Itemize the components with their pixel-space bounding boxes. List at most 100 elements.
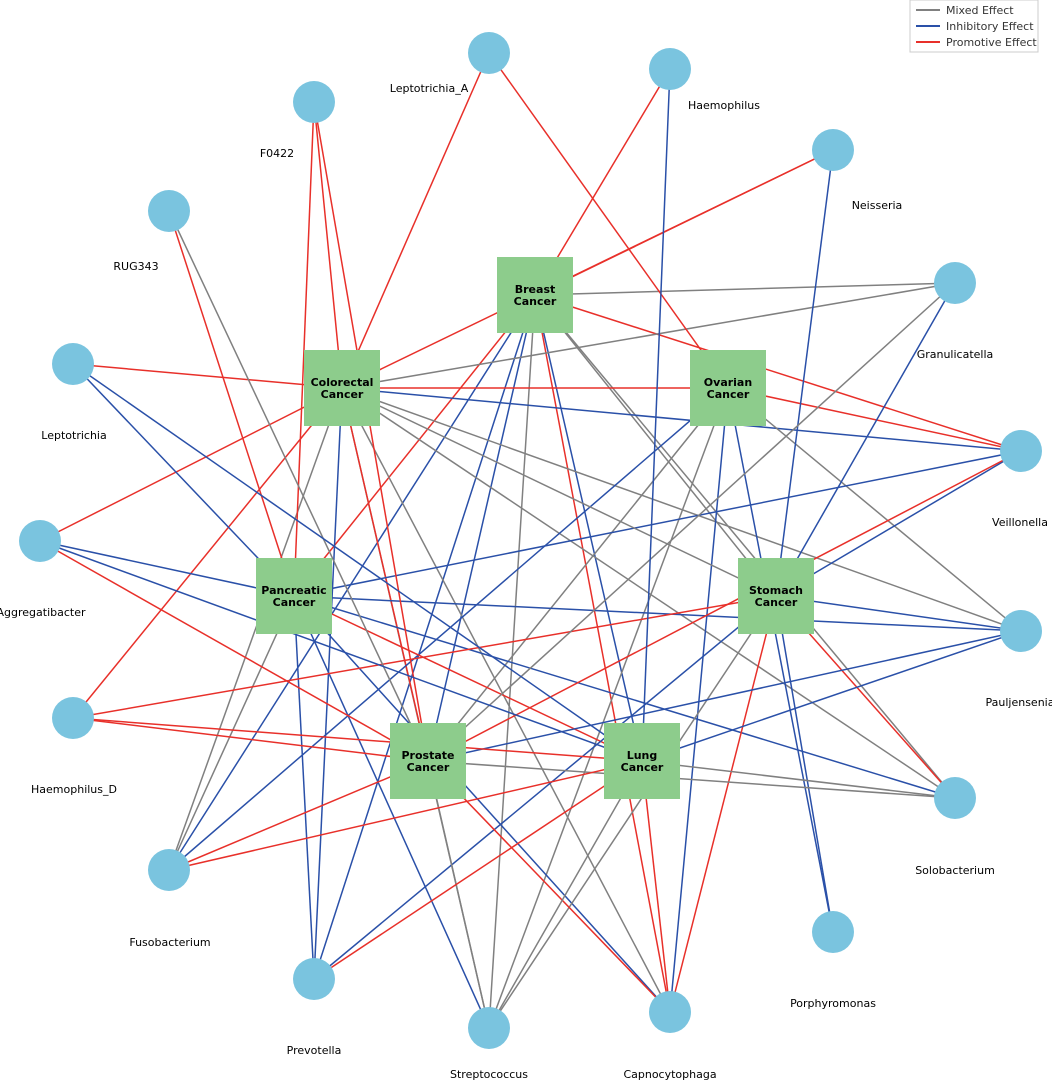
cancer-box-prostate [390,723,466,799]
edge-lung-haemophilus_d [72,717,643,762]
edge-stomach-streptococcus [488,595,777,1029]
edge-pancreatic-lung [293,595,643,762]
bacteria-label-fusobacterium: Fusobacterium [129,936,210,949]
bacteria-label-prevotella: Prevotella [287,1044,342,1057]
edge-pancreatic-rug343 [168,210,295,597]
edge-pancreatic-solobacterium [293,595,956,799]
legend-label-promotive: Promotive Effect [946,36,1037,49]
edge-colorectal-f0422 [313,101,343,389]
cancer-label-prostate-line1: Prostate [402,749,455,762]
edge-colorectal-neisseria [341,149,834,389]
edge-colorectal-leptotrichia [72,363,343,389]
edge-pancreatic-aggregatibacter [39,540,295,597]
bacteria-node-aggregatibacter [19,520,61,562]
cancer-box-colorectal [304,350,380,426]
bacteria-label-f0422: F0422 [260,147,294,160]
bacteria-node-neisseria [812,129,854,171]
edge-breast-pancreatic [293,294,536,597]
edge-pancreatic-veillonella [293,450,1022,597]
edge-prostate-solobacterium [427,760,956,799]
cancer-box-stomach [738,558,814,634]
edge-colorectal-granulicatella [341,282,956,389]
bacteria-label-granulicatella: Granulicatella [917,348,994,361]
bacteria-label-rug343: RUG343 [113,260,158,273]
bacteria-label-neisseria: Neisseria [852,199,903,212]
bacteria-node-granulicatella [934,262,976,304]
bacteria-node-pauljensenia [1000,610,1042,652]
edge-stomach-pauljensenia [775,595,1022,632]
edge-lung-solobacterium [641,760,956,799]
edge-breast-solobacterium [534,294,956,799]
edge-breast-fusobacterium [168,294,536,871]
legend: Mixed Effect Inhibitory Effect Promotive… [909,0,1039,53]
cancer-label-colorectal-line2: Cancer [321,388,364,401]
cancer-label-breast-line2: Cancer [514,295,557,308]
bacteria-label-porphyromonas: Porphyromonas [790,997,876,1010]
cancer-label-colorectal-line1: Colorectal [311,376,374,389]
edge-stomach-neisseria [775,149,834,597]
edge-lung-aggregatibacter [39,540,643,762]
cancer-box-ovarian [690,350,766,426]
cancer-node-layer: BreastCancerColorectalCancerOvarianCance… [256,257,814,799]
edge-stomach-colorectal [341,387,777,597]
edge-ovarian-veillonella [727,387,1022,452]
legend-label-mixed: Mixed Effect [946,4,1014,17]
edge-prostate-rug343 [168,210,429,762]
edge-prostate-aggregatibacter [39,540,429,762]
edge-pancreatic-prevotella [293,595,315,980]
edge-ovarian-leptotrichia_a [488,52,729,389]
bacteria-label-leptotrichia_a: Leptotrichia_A [390,82,469,95]
edge-lung-pauljensenia [641,630,1022,762]
bacteria-node-veillonella [1000,430,1042,472]
edge-layer [39,52,1022,1029]
edge-prostate-veillonella [427,450,1022,762]
bacteria-node-haemophilus_d [52,697,94,739]
bacteria-label-veillonella: Veillonella [992,516,1048,529]
cancer-label-lung-line1: Lung [627,749,658,762]
bacteria-label-layer: Leptotrichia_AHaemophilusF0422NeisseriaR… [0,82,1052,1081]
edge-breast-veillonella [534,294,1022,452]
bacteria-node-capnocytophaga [649,991,691,1033]
bacteria-label-solobacterium: Solobacterium [915,864,995,877]
edge-stomach-prevotella [313,595,777,980]
bacteria-label-pauljensenia: Pauljensenia [986,696,1052,709]
edge-ovarian-prostate [427,387,729,762]
edge-prostate-capnocytophaga [427,760,671,1013]
edge-breast-prevotella [313,294,536,980]
bacteria-node-leptotrichia_a [468,32,510,74]
bacteria-label-streptococcus: Streptococcus [450,1068,528,1081]
bacteria-node-fusobacterium [148,849,190,891]
edge-lung-capnocytophaga [641,760,671,1013]
bacteria-label-capnocytophaga: Capnocytophaga [623,1068,716,1081]
edge-ovarian-porphyromonas [727,387,834,933]
edge-lung-fusobacterium [168,760,643,871]
edge-pancreatic-leptotrichia [72,363,295,597]
edge-stomach-porphyromonas [775,595,834,933]
edge-colorectal-leptotrichia_a [341,52,490,389]
cancer-box-breast [497,257,573,333]
edge-lung-prevotella [313,760,643,980]
bacteria-node-prevotella [293,958,335,1000]
edge-stomach-veillonella [775,450,1022,597]
edge-prostate-pauljensenia [427,630,1022,762]
bacteria-label-leptotrichia: Leptotrichia [41,429,106,442]
legend-label-inhibitory: Inhibitory Effect [946,20,1034,33]
edge-colorectal-aggregatibacter [39,387,343,542]
cancer-box-lung [604,723,680,799]
edge-ovarian-pauljensenia [727,387,1022,632]
edge-colorectal-capnocytophaga [341,387,671,1013]
bacteria-node-haemophilus [649,48,691,90]
edge-colorectal-prevotella [313,387,343,980]
edge-colorectal-fusobacterium [168,387,343,871]
edge-pancreatic-streptococcus [293,595,490,1029]
cancer-label-ovarian-line1: Ovarian [704,376,752,389]
edge-colorectal-pauljensenia [341,387,1022,632]
bacteria-node-solobacterium [934,777,976,819]
bacteria-node-leptotrichia [52,343,94,385]
edge-breast-prostate [427,294,536,762]
